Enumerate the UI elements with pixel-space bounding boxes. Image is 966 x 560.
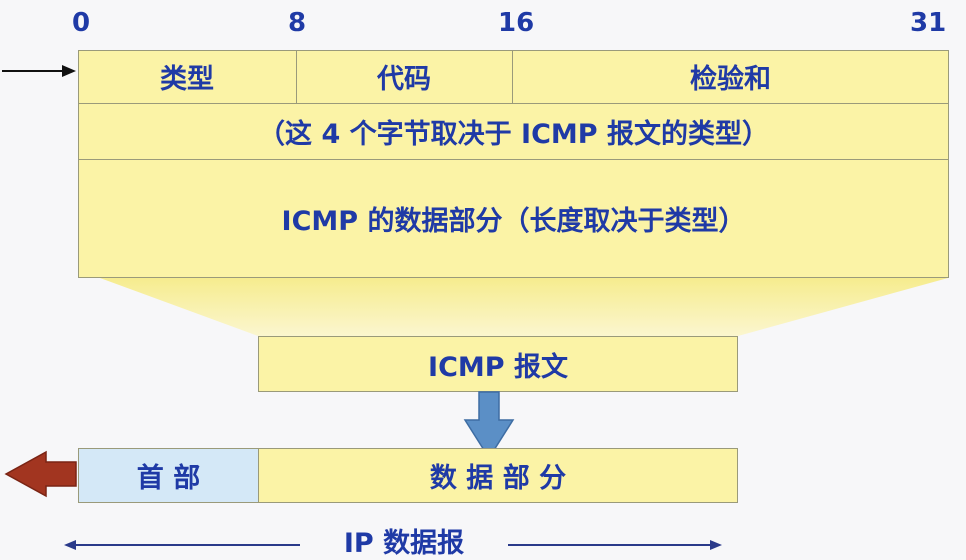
- row-divider-2: [78, 159, 949, 160]
- checksum-field: 检验和: [690, 64, 771, 95]
- bit-tick-31: 31: [910, 8, 947, 38]
- bit-tick-16: 16: [498, 8, 535, 38]
- ip-datagram-label: IP 数据报: [343, 527, 465, 559]
- type-field: 类型: [160, 64, 214, 95]
- divider-8: [296, 50, 297, 103]
- ip-data-box: [258, 448, 738, 503]
- icmp-structure-box: [78, 50, 949, 278]
- row-divider-1: [78, 103, 949, 104]
- bit-tick-0: 0: [72, 8, 91, 38]
- icmp-data-field: ICMP 的数据部分（长度取决于类型）: [281, 206, 746, 237]
- ip-header-box: [78, 448, 259, 503]
- ip-data-label: 数 据 部 分: [429, 463, 567, 494]
- ip-header-label: 首 部: [136, 463, 201, 494]
- code-field: 代码: [377, 64, 431, 95]
- bit-tick-8: 8: [288, 8, 307, 38]
- divider-16: [512, 50, 513, 103]
- icmp-message-label: ICMP 报文: [428, 351, 568, 383]
- icmp-message-box: [258, 336, 738, 392]
- rest-of-header-field: （这 4 个字节取决于 ICMP 报文的类型）: [258, 118, 769, 150]
